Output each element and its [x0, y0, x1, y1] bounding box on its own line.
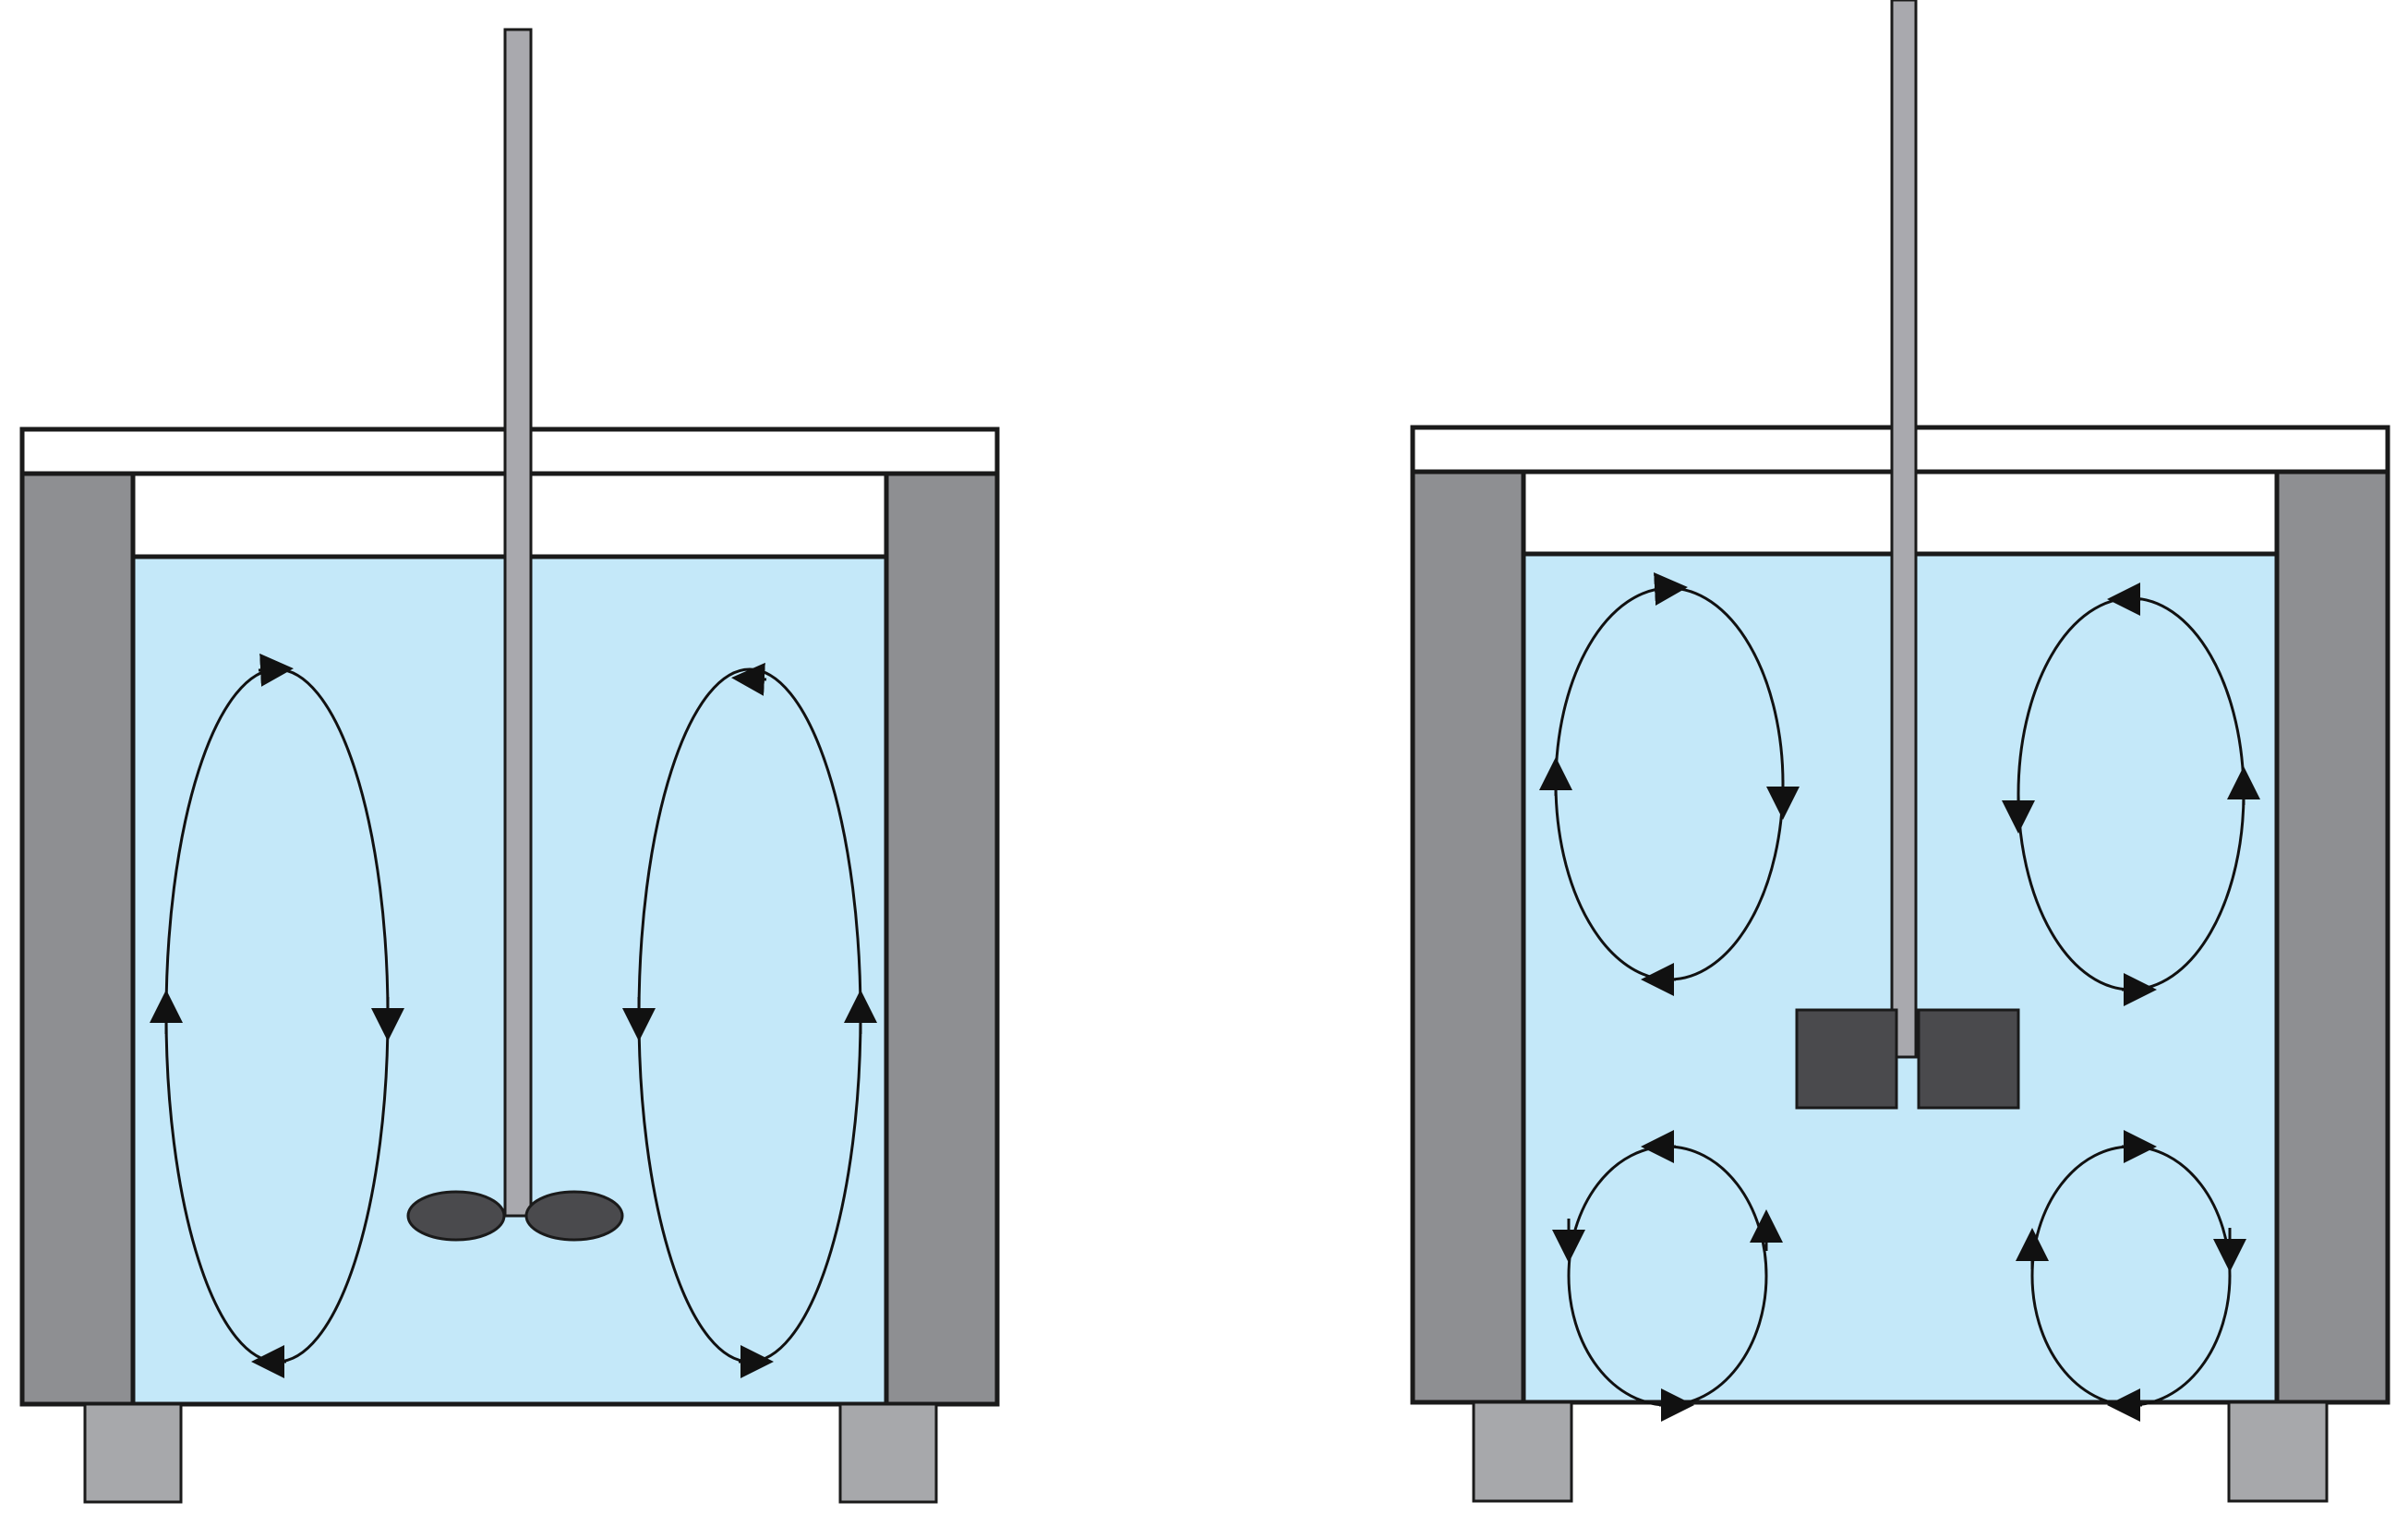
- flow-arrows-lower-left: [1552, 1130, 1783, 1422]
- flow-arrows-lower-right: [2016, 1130, 2246, 1422]
- flow-arrows-upper-left: [1539, 572, 1800, 996]
- right-baffle: [2274, 469, 2390, 1405]
- flow-arrows-upper-right: [2002, 583, 2260, 1006]
- flow-arrows-left: [150, 653, 404, 1378]
- right-leg: [2227, 1400, 2329, 1503]
- right-leg: [838, 1402, 938, 1504]
- arrow-icon: [1654, 572, 1688, 606]
- left-baffle: [19, 471, 136, 1407]
- left-baffle: [1410, 469, 1526, 1405]
- propeller-blade-left: [406, 1190, 506, 1242]
- left-leg: [83, 1402, 183, 1504]
- radial-flow-tank: [1410, 0, 2390, 1503]
- axial-flow-tank: [19, 28, 1000, 1504]
- turbine-blade-right: [1917, 1008, 2020, 1110]
- propeller-blade-right: [524, 1190, 624, 1242]
- agitator-shaft: [1890, 0, 1918, 1059]
- right-baffle: [884, 471, 1000, 1407]
- agitator-shaft: [503, 28, 533, 1218]
- turbine-blade-left: [1795, 1008, 1898, 1110]
- arrow-icon: [258, 653, 294, 687]
- left-leg: [1472, 1400, 1573, 1503]
- flow-arrows-right: [622, 662, 877, 1378]
